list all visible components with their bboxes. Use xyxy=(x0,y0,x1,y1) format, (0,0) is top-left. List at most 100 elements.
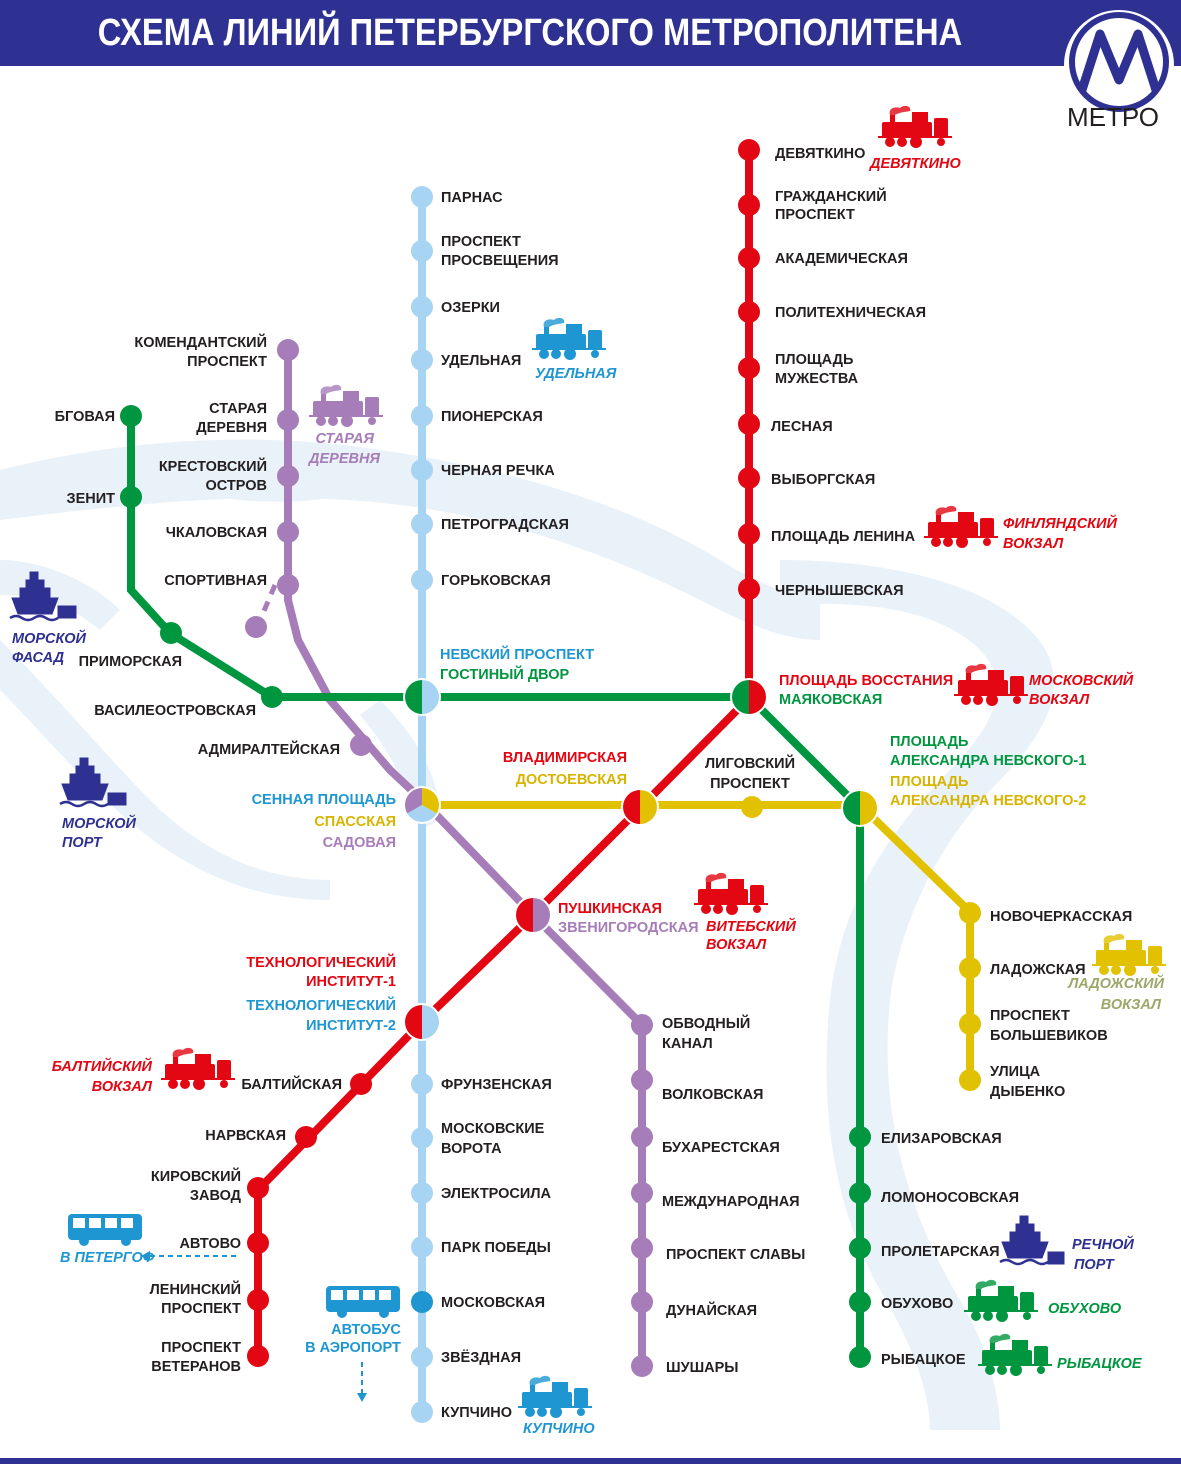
station-veteranov[interactable] xyxy=(247,1345,269,1367)
railway-rybatskoe: РЫБАЦКОЕ xyxy=(1057,1356,1143,1372)
station-prosvesheniya[interactable] xyxy=(411,240,433,262)
station-ozerki[interactable] xyxy=(411,296,433,318)
label: ЗВЁЗДНАЯ xyxy=(441,1349,521,1366)
label: ЛАДОЖСКАЯ xyxy=(990,962,1086,978)
labels-line-3: БГОВАЯ ЗЕНИТ ПРИМОРСКАЯ ВАСИЛЕОСТРОВСКАЯ… xyxy=(55,409,1087,1368)
station-petrogradskaya[interactable] xyxy=(411,513,433,535)
station-novocherkasskaya[interactable] xyxy=(959,902,981,924)
station-sportivnaya[interactable] xyxy=(277,574,299,596)
label: СТАРАЯ xyxy=(209,401,267,417)
label: МЕЖДУНАРОДНАЯ xyxy=(662,1194,800,1210)
station-vyborgskaya[interactable] xyxy=(738,467,760,489)
transfer-nevskogo[interactable] xyxy=(841,789,879,827)
station-volkovskaya[interactable] xyxy=(631,1069,653,1091)
transfer-nevsky[interactable] xyxy=(403,678,441,716)
label-vosstaniya: ПЛОЩАДЬ ВОССТАНИЯ xyxy=(779,673,953,689)
station-kirovskiy-zavod[interactable] xyxy=(247,1177,269,1199)
page-title: СХЕМА ЛИНИЙ ПЕТЕРБУРГСКОГО МЕТРОПОЛИТЕНА xyxy=(97,12,963,54)
station-chernaya-rechka[interactable] xyxy=(411,459,433,481)
station-elizarovskaya[interactable] xyxy=(849,1126,871,1148)
station-ploshad-lenina[interactable] xyxy=(738,523,760,545)
station-lomonosovskaya[interactable] xyxy=(849,1182,871,1204)
station-shushary[interactable] xyxy=(631,1355,653,1377)
station-frunzenskaya[interactable] xyxy=(411,1073,433,1095)
station-zvezdnaya[interactable] xyxy=(411,1346,433,1368)
transfer-tekhnologicheskiy[interactable] xyxy=(403,1003,441,1041)
station-park-pobedy[interactable] xyxy=(411,1236,433,1258)
train-icon xyxy=(1092,933,1166,976)
transfer-vladimirskaya[interactable] xyxy=(621,788,659,826)
station-akademicheskaya[interactable] xyxy=(738,247,760,269)
station-admiralteyskaya[interactable] xyxy=(350,734,372,756)
station-primorskaya[interactable] xyxy=(160,622,182,644)
station-staraya-derevnya[interactable] xyxy=(277,409,299,431)
label-mayakovskaya: МАЯКОВСКАЯ xyxy=(779,692,882,708)
label: ЕЛИЗАРОВСКАЯ xyxy=(881,1131,1002,1147)
station-vasileostrovskaya[interactable] xyxy=(261,686,283,708)
railway-label: ВОКЗАЛ xyxy=(92,1079,153,1095)
station-chernyshevskaya[interactable] xyxy=(738,578,760,600)
station-bukharestskaya[interactable] xyxy=(631,1126,653,1148)
station-dybenko[interactable] xyxy=(959,1069,981,1091)
station-obvodny[interactable] xyxy=(631,1014,653,1036)
railway-label: ВОКЗАЛ xyxy=(1029,692,1090,708)
station-udelnaya[interactable] xyxy=(411,349,433,371)
station-kupchino[interactable] xyxy=(411,1401,433,1423)
station-komendantskiy[interactable] xyxy=(277,339,299,361)
stations-line-2 xyxy=(411,186,433,1423)
station-leninskiy[interactable] xyxy=(247,1289,269,1311)
label: ШУШАРЫ xyxy=(666,1360,739,1376)
station-krestovskiy[interactable] xyxy=(277,465,299,487)
station-narvskaya[interactable] xyxy=(295,1126,317,1148)
station-slavy[interactable] xyxy=(631,1237,653,1259)
station-ligovskiy[interactable] xyxy=(741,796,763,818)
railway-udelnaya: УДЕЛЬНАЯ xyxy=(535,366,617,382)
station-muzhestva[interactable] xyxy=(738,357,760,379)
label: ФРУНЗЕНСКАЯ xyxy=(441,1077,552,1093)
label: КРЕСТОВСКИЙ xyxy=(159,457,267,475)
stations-line-1 xyxy=(247,139,760,1367)
station-zenit[interactable] xyxy=(120,486,142,508)
station-baltiyskaya[interactable] xyxy=(350,1073,372,1095)
station-parnas[interactable] xyxy=(411,186,433,208)
station-dunayskaya[interactable] xyxy=(631,1291,653,1313)
station-gorkovskaya[interactable] xyxy=(411,569,433,591)
station-elektrosila[interactable] xyxy=(411,1182,433,1204)
label: ДУНАЙСКАЯ xyxy=(666,1301,757,1319)
transfer-sennaya[interactable] xyxy=(403,786,441,824)
station-obukhovo[interactable] xyxy=(849,1291,871,1313)
station-avtovo[interactable] xyxy=(247,1232,269,1254)
station-lesnaya[interactable] xyxy=(738,413,760,435)
railway-label: СТАРАЯ xyxy=(316,431,375,447)
port-label: ПОРТ xyxy=(1074,1257,1115,1273)
station-devyatkino[interactable] xyxy=(738,139,760,161)
station-bolshevikov[interactable] xyxy=(959,1013,981,1035)
railway-devyatkino: ДЕВЯТКИНО xyxy=(868,156,961,172)
label: ОБВОДНЫЙ xyxy=(662,1014,750,1032)
station-begovaya[interactable] xyxy=(120,405,142,427)
label: ВЫБОРГСКАЯ xyxy=(771,472,875,488)
station-chkalovskaya[interactable] xyxy=(277,521,299,543)
station-rybatskoe[interactable] xyxy=(849,1346,871,1368)
station-moskovskie-vorota[interactable] xyxy=(411,1127,433,1149)
station-mezhdunarodnaya[interactable] xyxy=(631,1182,653,1204)
label: ПРОСПЕКТ xyxy=(441,234,521,250)
transfer-pushkinskaya[interactable] xyxy=(514,896,552,934)
station-moskovskaya[interactable] xyxy=(411,1291,433,1313)
station-pionerskaya[interactable] xyxy=(411,405,433,427)
label: ЧКАЛОВСКАЯ xyxy=(166,525,267,541)
label: ПАРНАС xyxy=(441,190,503,206)
label: ЛОМОНОСОВСКАЯ xyxy=(881,1190,1019,1206)
station-grazhdanskiy[interactable] xyxy=(738,194,760,216)
stations-line-5 xyxy=(245,339,653,1377)
label: БОЛЬШЕВИКОВ xyxy=(990,1028,1108,1044)
station-ladozhskaya[interactable] xyxy=(959,957,981,979)
station-politekhnicheskaya[interactable] xyxy=(738,301,760,323)
train-icon xyxy=(964,1279,1038,1322)
railway-label: ЛАДОЖСКИЙ xyxy=(1067,974,1164,992)
station-sportivnaya-2[interactable] xyxy=(245,616,267,638)
transfer-vosstaniya[interactable] xyxy=(730,678,768,716)
station-proletarskaya[interactable] xyxy=(849,1237,871,1259)
train-icon xyxy=(978,1333,1052,1376)
railway-labels: ДЕВЯТКИНО ФИНЛЯНДСКИЙ ВОКЗАЛ МОСКОВСКИЙ … xyxy=(52,156,1165,1437)
